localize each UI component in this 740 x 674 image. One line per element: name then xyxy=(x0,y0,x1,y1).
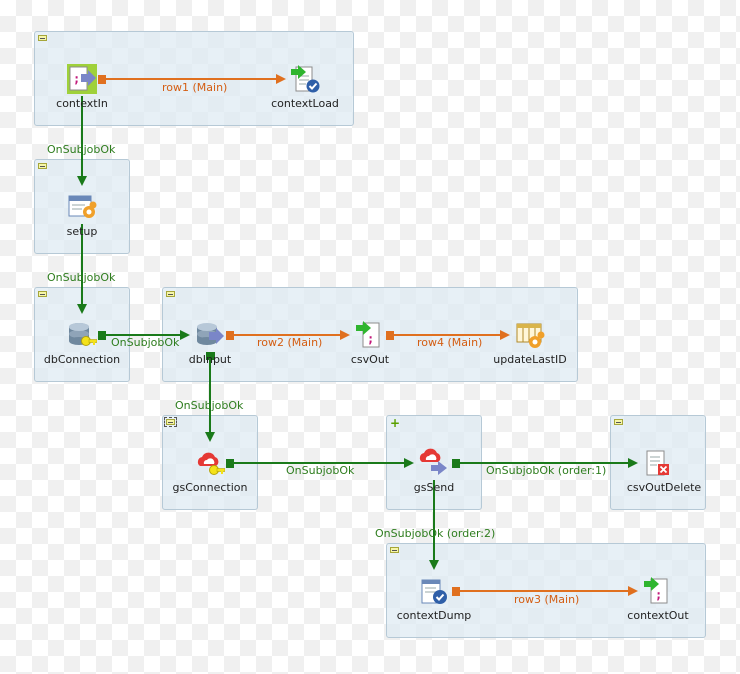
context-in-icon[interactable]: ; xyxy=(67,64,97,94)
csv-out-icon[interactable]: ; xyxy=(355,320,385,350)
link-label-onsubjobok-3: OnSubjobOk xyxy=(111,336,180,349)
component-label-csvOutDelete: csvOutDelete xyxy=(626,481,702,494)
file-delete-icon[interactable] xyxy=(643,448,673,478)
gs-connection-icon[interactable] xyxy=(195,448,225,478)
link-label-onsubjobok-2: OnSubjobOk xyxy=(47,271,116,284)
collapse-subjob-button[interactable] xyxy=(614,419,623,425)
component-label-csvOut: csvOut xyxy=(350,353,390,366)
collapse-subjob-button[interactable] xyxy=(38,163,47,169)
link-row4[interactable] xyxy=(386,330,510,340)
expand-subjob-button[interactable]: + xyxy=(390,416,401,430)
link-label-row1: row1 (Main) xyxy=(162,81,228,94)
collapse-subjob-button[interactable] xyxy=(38,291,47,297)
collapse-subjob-button[interactable] xyxy=(166,291,175,297)
component-label-gsSend: gsSend xyxy=(413,481,455,494)
context-dump-icon[interactable] xyxy=(419,576,449,606)
link-onsubjobok-order1[interactable] xyxy=(452,458,638,468)
component-label-dbInput: dbInput xyxy=(188,353,232,366)
link-row3[interactable] xyxy=(452,586,638,596)
collapse-subjob-button[interactable] xyxy=(164,417,177,427)
java-setup-icon[interactable] xyxy=(67,192,97,222)
component-label-contextOut: contextOut xyxy=(627,609,689,622)
link-label-onsubjobok-1: OnSubjobOk xyxy=(47,143,116,156)
collapse-subjob-button[interactable] xyxy=(390,547,399,553)
link-label-row3: row3 (Main) xyxy=(514,593,580,606)
link-label-onsubjobok-4: OnSubjobOk xyxy=(175,399,244,412)
java-flex-icon[interactable] xyxy=(515,320,545,350)
svg-text:;: ; xyxy=(655,588,662,602)
link-row2[interactable] xyxy=(226,330,350,340)
component-label-dbConnection: dbConnection xyxy=(43,353,121,366)
component-label-setup: setup xyxy=(66,225,98,238)
component-label-gsConnection: gsConnection xyxy=(172,481,248,494)
component-label-contextLoad: contextLoad xyxy=(271,97,339,110)
link-label-onsubjobok-order2: OnSubjobOk (order:2) xyxy=(375,527,496,540)
link-onsubjobok-4[interactable] xyxy=(205,352,215,442)
component-label-updateLastID: updateLastID xyxy=(493,353,567,366)
link-onsubjobok-5[interactable] xyxy=(226,458,414,468)
svg-text:;: ; xyxy=(73,72,80,86)
svg-text:;: ; xyxy=(367,332,374,346)
component-label-contextIn: contextIn xyxy=(56,97,108,110)
link-label-onsubjobok-5: OnSubjobOk xyxy=(286,464,355,477)
context-out-icon[interactable]: ; xyxy=(643,576,673,606)
link-row1[interactable] xyxy=(98,74,286,84)
db-connection-icon[interactable] xyxy=(67,320,97,350)
db-input-icon[interactable] xyxy=(195,320,225,350)
link-label-onsubjobok-order1: OnSubjobOk (order:1) xyxy=(486,464,607,477)
component-label-contextDump: contextDump xyxy=(396,609,472,622)
collapse-subjob-button[interactable] xyxy=(38,35,47,41)
gs-send-icon[interactable] xyxy=(419,448,449,478)
link-onsubjobok-3[interactable] xyxy=(98,330,190,340)
context-load-icon[interactable] xyxy=(290,64,320,94)
link-label-row4: row4 (Main) xyxy=(417,336,483,349)
link-label-row2: row2 (Main) xyxy=(257,336,323,349)
